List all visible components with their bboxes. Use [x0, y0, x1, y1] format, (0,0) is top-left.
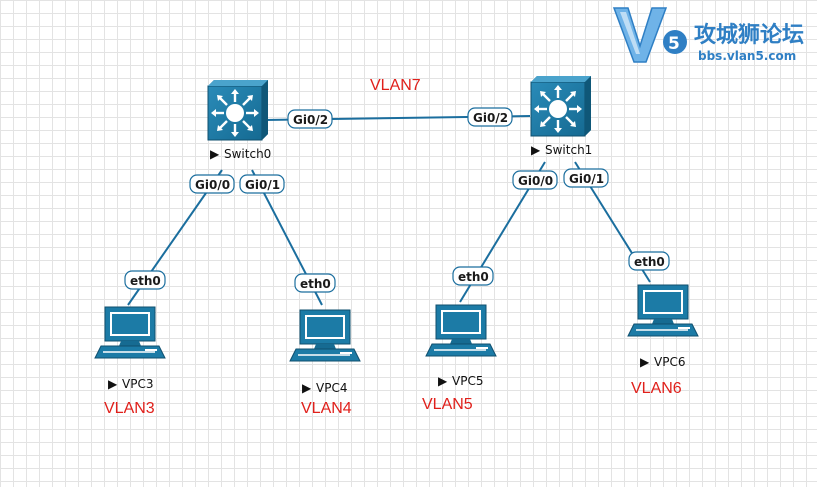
- play-icon: ▶: [108, 377, 118, 391]
- svg-text:5: 5: [668, 34, 680, 54]
- vlan-labels: VLAN7 VLAN3 VLAN4 VLAN5 VLAN6: [104, 77, 682, 417]
- svg-text:Gi0/1: Gi0/1: [569, 172, 604, 186]
- pc-icon: [289, 309, 361, 362]
- port-label-switch1-gi02: Gi0/2: [467, 107, 513, 127]
- vpc5-label: VPC5: [452, 374, 483, 388]
- port-label-switch1-gi01: Gi0/1: [563, 168, 609, 188]
- svg-text:Gi0/2: Gi0/2: [293, 113, 328, 127]
- port-label-switch1-gi00: Gi0/0: [512, 170, 558, 190]
- multilayer-switch-icon: [529, 74, 593, 138]
- port-label-vpc3-eth0: eth0: [124, 270, 166, 290]
- vpc3-label: VPC3: [122, 377, 153, 391]
- switch1[interactable]: ▶ Switch1: [529, 74, 593, 157]
- multilayer-switch-icon: [206, 78, 270, 142]
- vlan-label-vpc3: VLAN3: [104, 400, 155, 417]
- port-label-switch0-gi01: Gi0/1: [239, 174, 285, 194]
- port-label-vpc4-eth0: eth0: [294, 273, 336, 293]
- pc-icon: [425, 304, 497, 357]
- svg-text:eth0: eth0: [634, 255, 665, 269]
- vpc6[interactable]: ▶ VPC6: [627, 284, 699, 369]
- site-logo: 5 攻城狮论坛 bbs.vlan5.com: [612, 7, 804, 63]
- logo-url: bbs.vlan5.com: [698, 49, 796, 63]
- vlan-label-vpc4: VLAN4: [301, 400, 352, 417]
- play-icon: ▶: [531, 143, 541, 157]
- vlan-label-vpc6: VLAN6: [631, 380, 682, 397]
- vpc3[interactable]: ▶ VPC3: [94, 306, 166, 391]
- svg-text:eth0: eth0: [300, 277, 331, 291]
- play-icon: ▶: [438, 374, 448, 388]
- pc-icon: [627, 284, 699, 337]
- vlan-label-vpc5: VLAN5: [422, 396, 473, 413]
- svg-text:eth0: eth0: [458, 270, 489, 284]
- port-label-switch0-gi00: Gi0/0: [189, 174, 235, 194]
- vpc5[interactable]: ▶ VPC5: [425, 304, 497, 388]
- logo-title: 攻城狮论坛: [694, 22, 804, 48]
- vlan-label-trunk: VLAN7: [370, 77, 421, 94]
- switch1-label: Switch1: [545, 143, 592, 157]
- vpc4[interactable]: ▶ VPC4: [289, 309, 361, 395]
- play-icon: ▶: [302, 381, 312, 395]
- switch0[interactable]: ▶ Switch0: [206, 78, 271, 161]
- svg-text:Gi0/1: Gi0/1: [245, 178, 280, 192]
- svg-text:Gi0/2: Gi0/2: [473, 111, 508, 125]
- v5-logo-icon: 5: [612, 7, 687, 63]
- svg-text:Gi0/0: Gi0/0: [518, 174, 553, 188]
- vpc4-label: VPC4: [316, 381, 347, 395]
- port-label-switch0-gi02: Gi0/2: [287, 109, 333, 129]
- play-icon: ▶: [640, 355, 650, 369]
- port-label-vpc6-eth0: eth0: [628, 251, 670, 271]
- svg-text:eth0: eth0: [130, 274, 161, 288]
- play-icon: ▶: [210, 147, 220, 161]
- svg-text:Gi0/0: Gi0/0: [195, 178, 230, 192]
- port-label-vpc5-eth0: eth0: [452, 266, 494, 286]
- pc-icon: [94, 306, 166, 359]
- port-labels: Gi0/2 Gi0/2 Gi0/0 Gi0/1 Gi0/0 Gi0/1 eth0: [124, 107, 670, 293]
- vpc6-label: VPC6: [654, 355, 685, 369]
- switch0-label: Switch0: [224, 147, 271, 161]
